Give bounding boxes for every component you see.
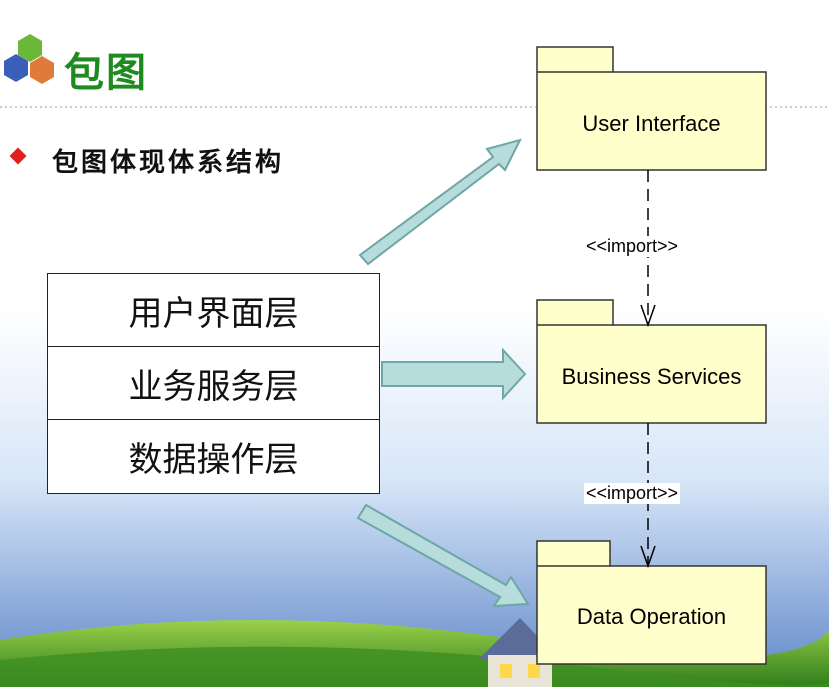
block-arrow-data bbox=[356, 503, 530, 608]
package-user-interface bbox=[536, 46, 767, 171]
package-label-business-services: Business Services bbox=[561, 364, 742, 389]
dependency-business-to-data bbox=[640, 423, 656, 569]
layer-business: 业务服务层 bbox=[48, 347, 379, 420]
page-title: 包图 bbox=[64, 49, 148, 96]
import-label-1: <<import>> bbox=[584, 236, 681, 257]
layer-data: 数据操作层 bbox=[128, 440, 299, 480]
import-label-2: <<import>> bbox=[584, 483, 681, 504]
bullet-text: 包图体现体系结构 bbox=[52, 148, 285, 178]
layer-table: 用户界面层 业务服务层 数据操作层 bbox=[47, 273, 380, 494]
block-arrow-business bbox=[381, 347, 527, 401]
package-data-operation bbox=[536, 540, 767, 665]
grass-hill-front bbox=[0, 646, 829, 687]
package-label-data-operation: Data Operation bbox=[576, 604, 727, 629]
layer-ui: 用户界面层 bbox=[48, 274, 379, 347]
package-business-services bbox=[536, 299, 767, 424]
package-label-user-interface: User Interface bbox=[582, 111, 721, 136]
block-arrow-ui bbox=[358, 138, 522, 266]
hexagon-logo-icon bbox=[4, 34, 54, 84]
